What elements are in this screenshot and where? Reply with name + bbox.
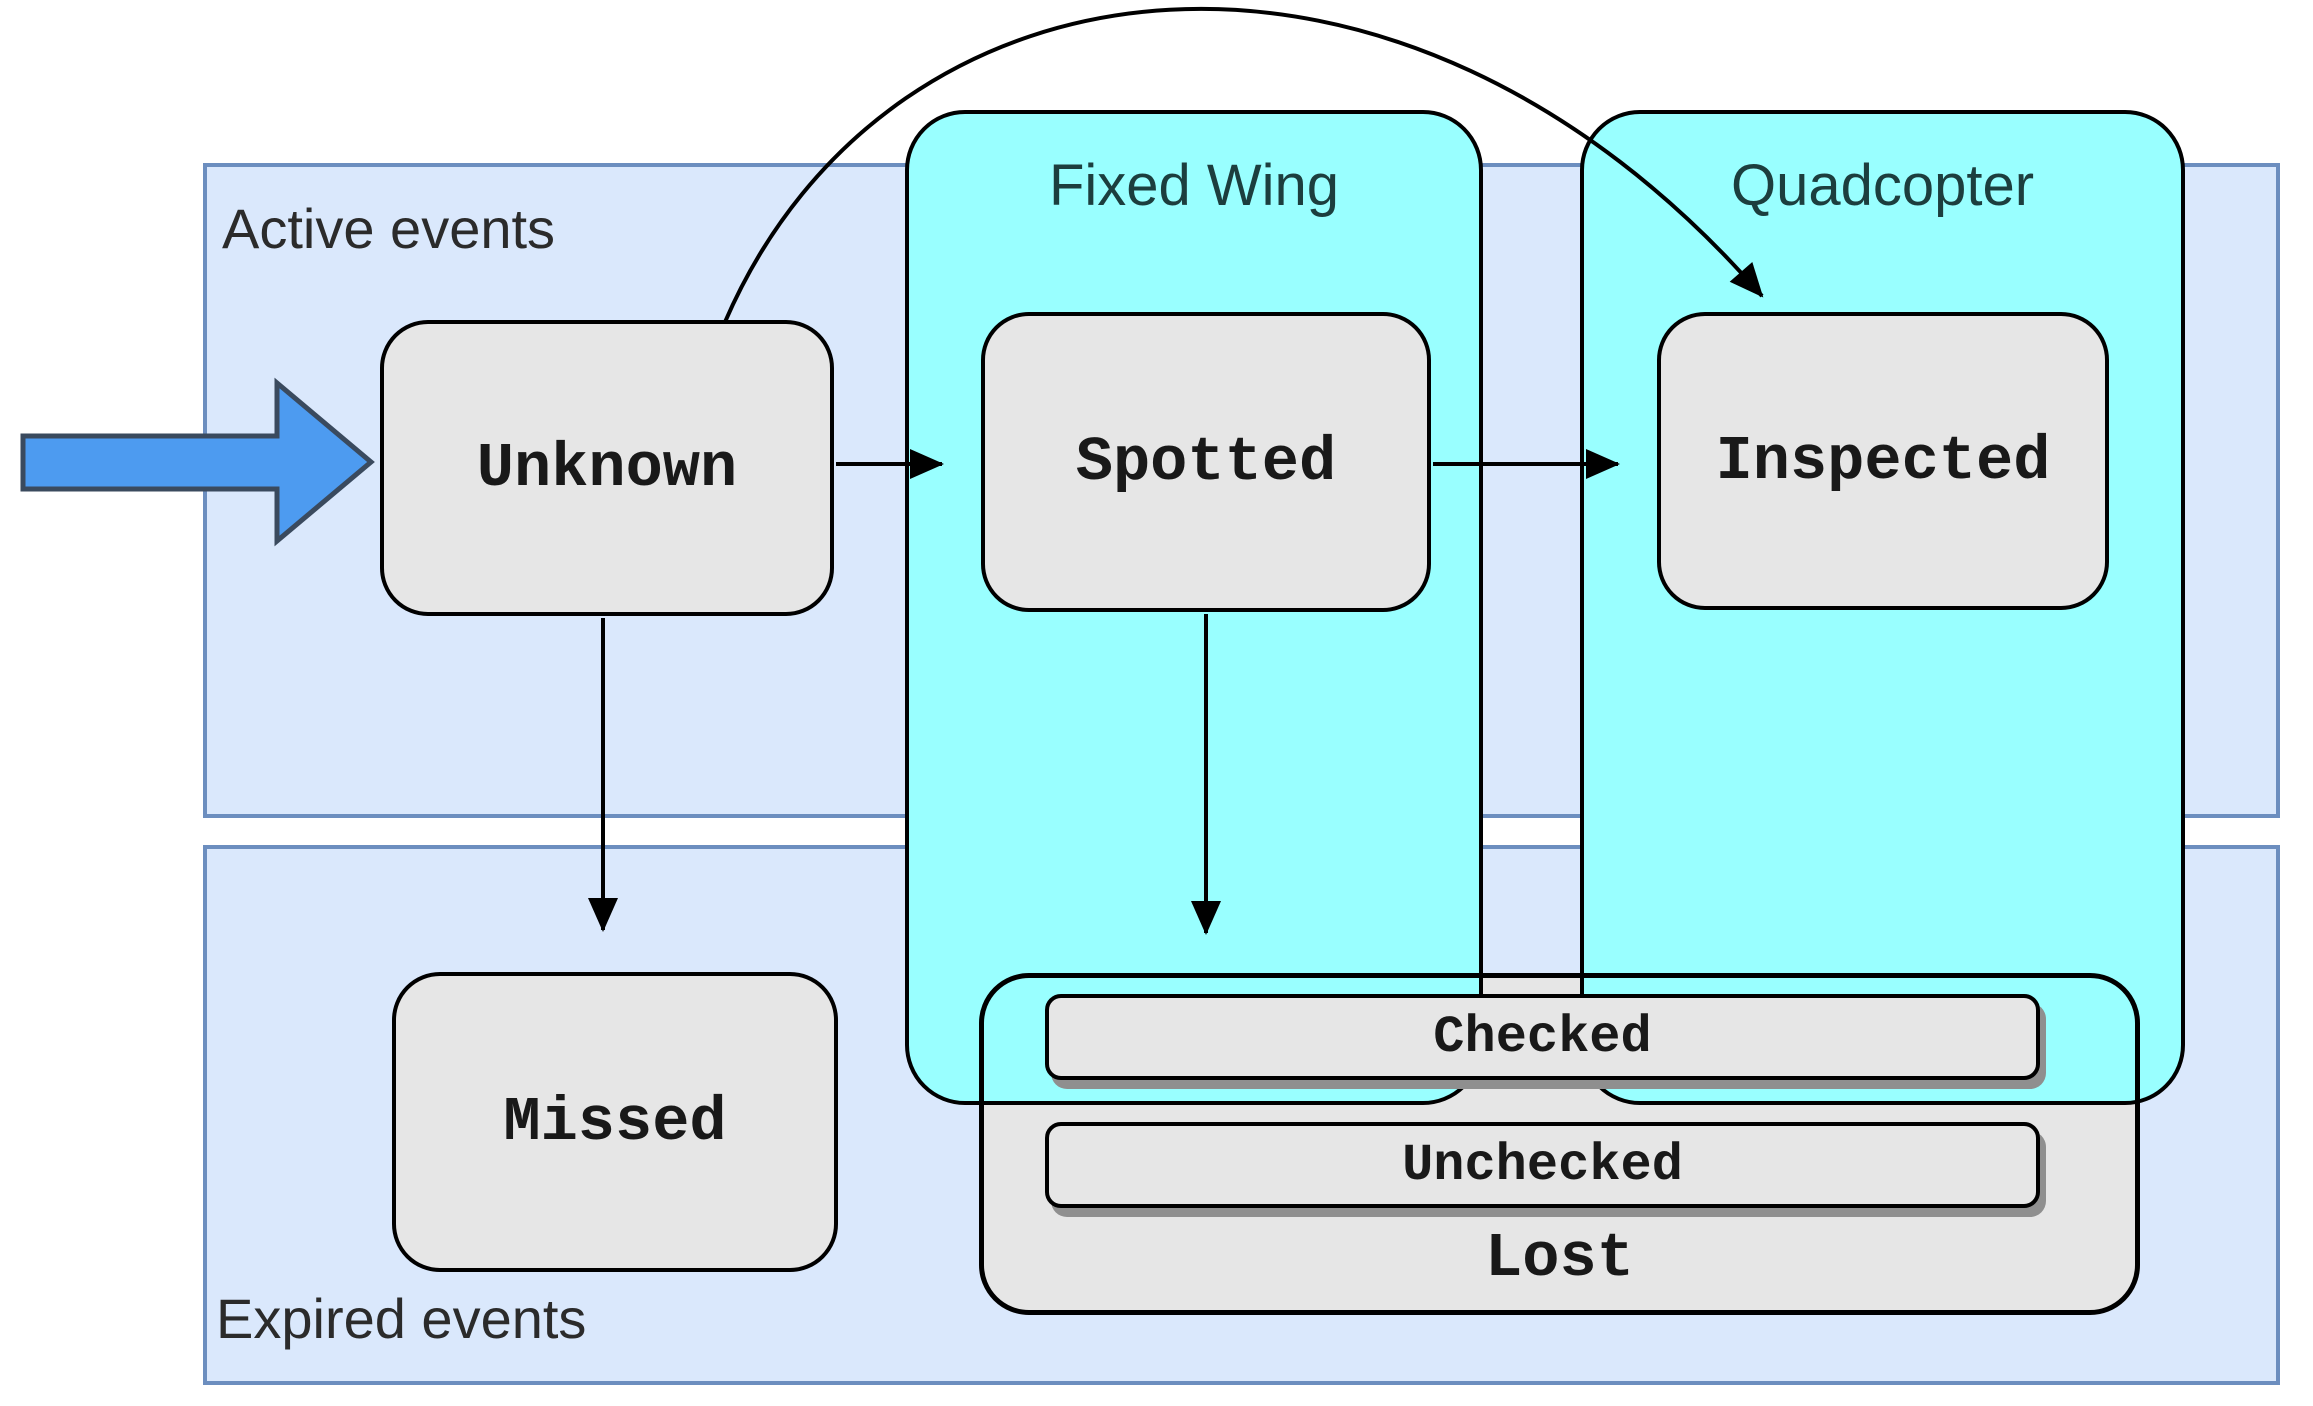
state-missed-label: Missed <box>503 1086 727 1158</box>
state-missed: Missed <box>392 972 838 1272</box>
state-unknown: Unknown <box>380 320 834 616</box>
substate-checked-label: Checked <box>1433 1007 1652 1067</box>
state-spotted-label: Spotted <box>1075 426 1337 498</box>
substate-unchecked-label: Unchecked <box>1402 1135 1683 1195</box>
fixed-wing-label: Fixed Wing <box>1048 153 1340 218</box>
state-inspected: Inspected <box>1657 312 2109 610</box>
expired-events-label: Expired events <box>216 1287 587 1350</box>
substate-checked: Checked <box>1045 994 2040 1080</box>
quadcopter-label: Quadcopter <box>1730 153 2035 218</box>
lost-state-border <box>979 973 2140 1315</box>
lost-state-title-label: Lost <box>1485 1222 1634 1294</box>
state-spotted: Spotted <box>981 312 1431 612</box>
state-unknown-label: Unknown <box>476 432 738 504</box>
substate-unchecked: Unchecked <box>1045 1122 2040 1208</box>
lost-state-title: Lost <box>979 1222 2140 1294</box>
active-events-label: Active events <box>222 197 556 260</box>
state-inspected-label: Inspected <box>1715 425 2051 497</box>
